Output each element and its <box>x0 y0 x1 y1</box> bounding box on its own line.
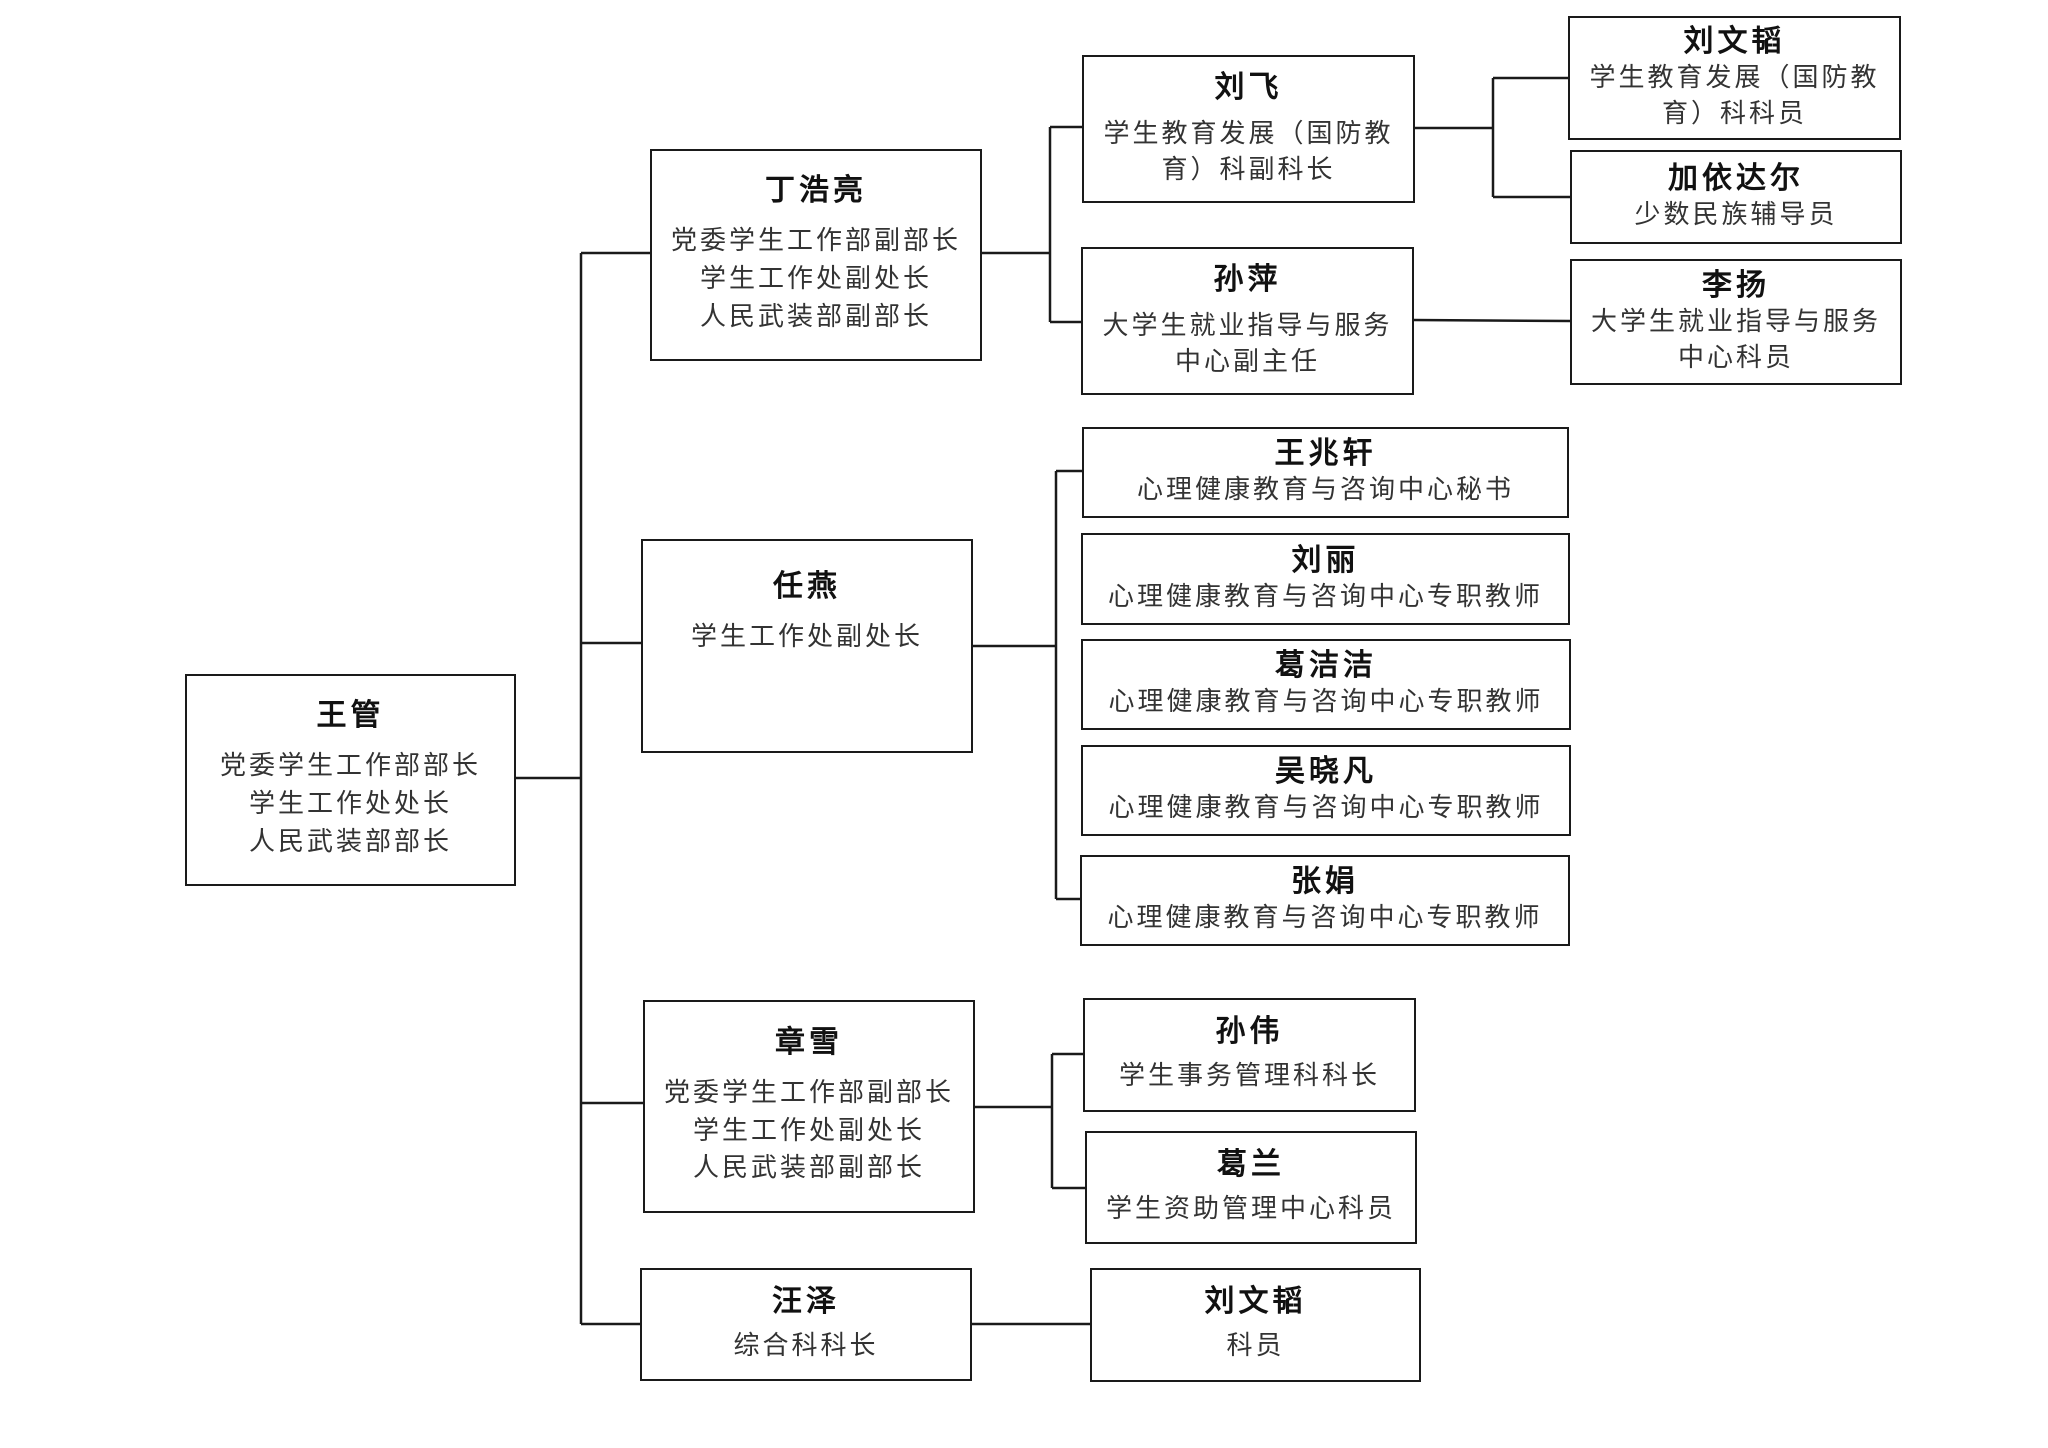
node-role: 学生教育发展（国防教 育）科科员 <box>1589 62 1880 129</box>
node-name: 孙伟 <box>1215 1014 1284 1050</box>
node-role: 大学生就业指导与服务 中心副主任 <box>1102 310 1393 377</box>
node-role: 党委学生工作部副部长 学生工作处副处长 人民武装部副部长 <box>670 226 961 332</box>
node-role: 心理健康教育与咨询中心专职教师 <box>1108 793 1544 824</box>
node-name: 汪泽 <box>772 1283 840 1319</box>
node-role: 综合科科长 <box>733 1330 879 1361</box>
node-name: 加依达尔 <box>1668 160 1804 196</box>
node-name: 刘飞 <box>1214 69 1283 105</box>
node-liu-fei: 刘飞 学生教育发展（国防教 育）科副科长 <box>1082 55 1415 203</box>
node-name: 葛洁洁 <box>1275 648 1377 684</box>
node-ding-haoliang: 丁浩亮 党委学生工作部副部长 学生工作处副处长 人民武装部副部长 <box>650 149 982 361</box>
node-role: 少数民族辅导员 <box>1634 199 1838 230</box>
node-role: 学生事务管理科科长 <box>1118 1061 1380 1092</box>
node-role: 党委学生工作部部长 学生工作处处长 人民武装部部长 <box>219 751 481 857</box>
node-zhang-xue: 章雪 党委学生工作部副部长 学生工作处副处长 人民武装部副部长 <box>643 1000 975 1213</box>
node-name: 吴晓凡 <box>1275 754 1377 790</box>
node-role: 党委学生工作部副部长 学生工作处副处长 人民武装部副部长 <box>663 1077 954 1184</box>
node-name: 王兆轩 <box>1274 436 1377 472</box>
node-name: 李扬 <box>1702 267 1770 303</box>
node-wang-zhaoxuan: 王兆轩 心理健康教育与咨询中心秘书 <box>1082 427 1569 518</box>
node-role: 心理健康教育与咨询中心专职教师 <box>1108 687 1544 718</box>
node-liu-wentao-1: 刘文韬 学生教育发展（国防教 育）科科员 <box>1568 16 1901 140</box>
node-ren-yan: 任燕 学生工作处副处长 <box>641 539 973 753</box>
node-ge-jiejie: 葛洁洁 心理健康教育与咨询中心专职教师 <box>1081 639 1571 730</box>
node-name: 任燕 <box>773 569 841 604</box>
node-role: 心理健康教育与咨询中心秘书 <box>1136 475 1514 506</box>
node-role: 心理健康教育与咨询中心专职教师 <box>1107 581 1543 612</box>
node-wu-xiaofan: 吴晓凡 心理健康教育与咨询中心专职教师 <box>1081 745 1571 836</box>
node-name: 王管 <box>316 698 385 734</box>
node-role: 学生教育发展（国防教 育）科副科长 <box>1103 118 1394 185</box>
node-zhang-juan: 张娟 心理健康教育与咨询中心专职教师 <box>1080 855 1570 946</box>
node-ge-lan: 葛兰 学生资助管理中心科员 <box>1085 1131 1417 1244</box>
node-name: 葛兰 <box>1217 1146 1285 1182</box>
node-role: 学生资助管理中心科员 <box>1105 1193 1396 1224</box>
node-jiayi-daer: 加依达尔 少数民族辅导员 <box>1570 150 1902 244</box>
node-name: 张娟 <box>1291 864 1359 900</box>
node-name: 刘丽 <box>1291 542 1360 578</box>
node-li-yang: 李扬 大学生就业指导与服务 中心科员 <box>1570 259 1902 385</box>
node-role: 学生工作处副处长 <box>690 622 923 652</box>
node-name: 刘文韬 <box>1204 1284 1307 1320</box>
node-name: 孙萍 <box>1213 261 1282 297</box>
node-name: 丁浩亮 <box>765 173 867 209</box>
node-role: 大学生就业指导与服务 中心科员 <box>1590 306 1881 373</box>
connector <box>1412 318 1571 323</box>
node-liu-li: 刘丽 心理健康教育与咨询中心专职教师 <box>1081 533 1570 625</box>
node-wang-guan: 王管 党委学生工作部部长 学生工作处处长 人民武装部部长 <box>185 674 516 886</box>
node-role: 科员 <box>1226 1331 1285 1362</box>
node-name: 章雪 <box>775 1024 843 1060</box>
node-sun-wei: 孙伟 学生事务管理科科长 <box>1083 998 1416 1112</box>
node-sun-ping: 孙萍 大学生就业指导与服务 中心副主任 <box>1081 247 1414 395</box>
node-role: 心理健康教育与咨询中心专职教师 <box>1107 903 1543 934</box>
node-wang-ze: 汪泽 综合科科长 <box>640 1268 972 1381</box>
node-liu-wentao-2: 刘文韬 科员 <box>1090 1268 1421 1382</box>
node-name: 刘文韬 <box>1683 23 1786 59</box>
